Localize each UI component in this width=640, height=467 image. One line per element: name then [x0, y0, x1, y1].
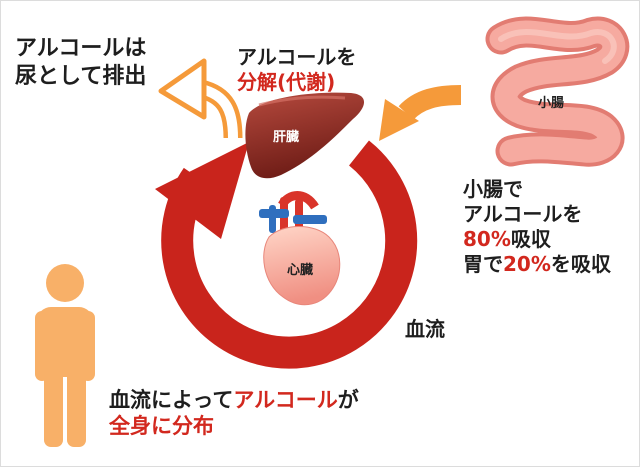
distribution-line-2: 全身に分布 — [109, 414, 214, 439]
distribution-line-1-alcohol: アルコール — [233, 388, 338, 412]
intestine-label: 小腸 — [538, 96, 565, 111]
liver-icon — [245, 92, 365, 179]
decomposition-line-1: アルコールを — [237, 45, 357, 69]
absorption-line-3-rest: 吸収 — [510, 227, 551, 251]
absorption-line-1: 小腸で — [463, 177, 523, 201]
small-intestine-icon — [485, 16, 630, 167]
excretion-line-1: アルコールは — [15, 36, 147, 61]
excretion-arrow — [158, 58, 243, 139]
absorption-text: 小腸で アルコールを 80%吸収 胃で20%を吸収 — [463, 177, 611, 277]
excretion-line-2: 尿として排出 — [15, 63, 147, 89]
heart-label: 心臓 — [287, 263, 314, 278]
absorption-line-4: 胃で20%を吸収 — [463, 252, 611, 277]
person-icon — [35, 264, 95, 447]
heart-icon — [259, 191, 341, 306]
bloodflow-cycle-arrow — [155, 140, 418, 369]
absorption-arrow — [379, 85, 462, 141]
stomach-percent: 20% — [503, 252, 551, 276]
stomach-label: 胃で — [463, 252, 503, 276]
decomposition-text: アルコールを 分解(代謝) — [237, 45, 356, 95]
distribution-line-1-post: が — [337, 388, 359, 412]
liver-label: 肝臓 — [273, 130, 300, 145]
absorption-line-3: 80%吸収 — [463, 227, 611, 252]
excretion-text: アルコールは 尿として排出 — [15, 35, 146, 90]
intestine-percent: 80% — [463, 227, 511, 251]
absorption-line-2: アルコールを — [463, 202, 583, 226]
distribution-text: 血流によってアルコールが 全身に分布 — [109, 387, 359, 440]
distribution-line-1-pre: 血流によって — [109, 388, 234, 412]
decomposition-line-2: 分解(代謝) — [237, 70, 336, 94]
absorption-line-4-rest: を吸収 — [550, 252, 611, 276]
bloodflow-label: 血流 — [405, 317, 445, 341]
distribution-line-1: 血流によってアルコールが — [109, 387, 359, 413]
